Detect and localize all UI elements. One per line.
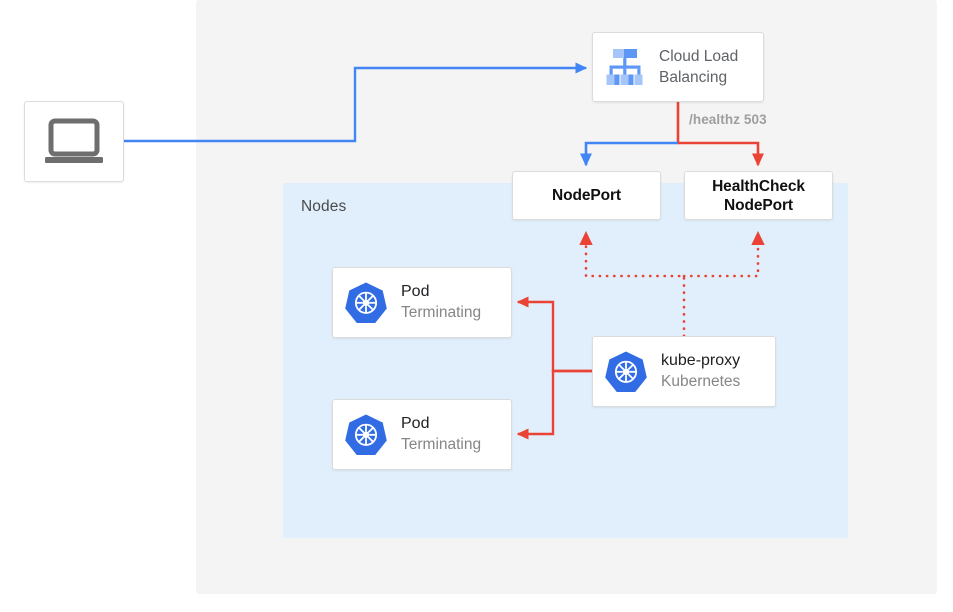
kube-proxy-title: kube-proxy — [661, 352, 741, 369]
pod-1-status: Terminating — [401, 304, 482, 321]
healthcheck-nodeport-node[interactable]: HealthCheck NodePort — [684, 171, 833, 220]
cloud-load-balancing-label: Cloud Load Balancing — [659, 46, 738, 88]
kube-proxy-node[interactable]: kube-proxy Kubernetes — [592, 336, 776, 407]
cloud-load-balancing-node[interactable]: Cloud Load Balancing — [592, 32, 764, 102]
healthz-status-label: /healthz 503 — [689, 112, 767, 127]
pod-2-text: Pod Terminating — [401, 414, 481, 455]
laptop-icon — [45, 118, 103, 163]
nodeport-label: NodePort — [552, 187, 621, 204]
pod-node-2[interactable]: Pod Terminating — [332, 399, 512, 470]
cloud-load-balancing-label-line1: Cloud Load — [659, 48, 739, 65]
healthcheck-nodeport-label-line1: HealthCheck — [712, 177, 805, 195]
nodes-panel-label: Nodes — [301, 198, 347, 215]
kube-proxy-subtitle: Kubernetes — [661, 373, 741, 390]
healthcheck-nodeport-label-line2: NodePort — [724, 196, 793, 214]
nodeport-node[interactable]: NodePort — [512, 171, 661, 220]
pod-1-text: Pod Terminating — [401, 282, 481, 323]
kube-proxy-text: kube-proxy Kubernetes — [661, 351, 740, 392]
client-node[interactable] — [24, 101, 124, 182]
pod-1-title: Pod — [401, 283, 430, 300]
pod-2-status: Terminating — [401, 436, 482, 453]
kubernetes-icon — [605, 350, 647, 392]
pod-node-1[interactable]: Pod Terminating — [332, 267, 512, 338]
pod-2-title: Pod — [401, 415, 430, 432]
cloud-load-balancing-icon — [606, 49, 643, 85]
kubernetes-icon — [345, 413, 387, 455]
kubernetes-icon — [345, 281, 387, 323]
healthcheck-nodeport-label: HealthCheck NodePort — [712, 177, 805, 215]
cloud-load-balancing-label-line2: Balancing — [659, 69, 728, 86]
